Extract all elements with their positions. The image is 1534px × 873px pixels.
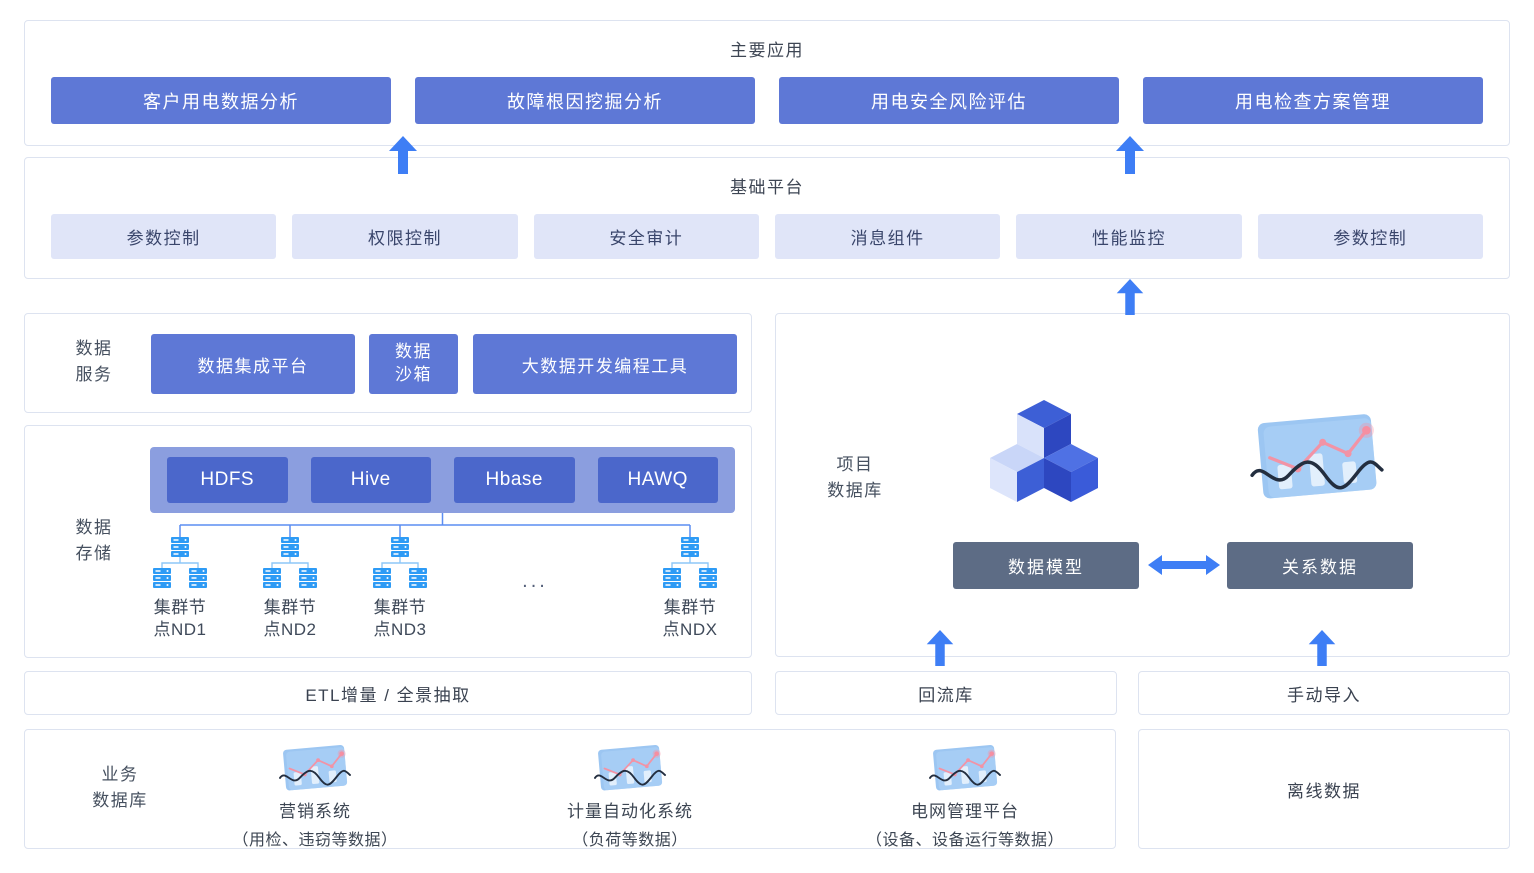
offline-data-box: 离线数据 bbox=[1138, 729, 1510, 849]
platform-item-performance-monitor[interactable]: 性能监控 bbox=[1016, 214, 1242, 259]
cluster-node-nd2: 集群节 点ND2 bbox=[235, 537, 345, 641]
up-arrow-platform-to-apps-left bbox=[389, 136, 417, 174]
manual-import-bar: 手动导入 bbox=[1138, 671, 1510, 715]
project-db-label: 项目 数据库 bbox=[827, 455, 883, 501]
server-cluster-icon bbox=[661, 537, 719, 591]
up-arrow-manual-to-projectdb bbox=[1308, 630, 1336, 666]
platform-item-message-component[interactable]: 消息组件 bbox=[774, 214, 1001, 259]
app-button-inspection-plan[interactable]: 用电检查方案管理 bbox=[1143, 77, 1483, 124]
chart-icon bbox=[593, 740, 667, 794]
bigdata-dev-tool-button[interactable]: 大数据开发编程工具 bbox=[473, 334, 737, 394]
system-metering-automation: 计量自动化系统 （负荷等数据） bbox=[505, 740, 755, 850]
cluster-node-nd3: 集群节 点ND3 bbox=[345, 537, 455, 641]
server-cluster-icon bbox=[151, 537, 209, 591]
up-arrow-platform-to-apps-right bbox=[1116, 136, 1144, 174]
up-arrow-projectdb-to-platform bbox=[1116, 279, 1144, 315]
component-hive[interactable]: Hive bbox=[310, 457, 431, 503]
server-cluster-icon bbox=[261, 537, 319, 591]
component-hdfs[interactable]: HDFS bbox=[167, 457, 288, 503]
system-name: 计量自动化系统 bbox=[567, 802, 693, 821]
backflow-bar: 回流库 bbox=[775, 671, 1117, 715]
apps-layer-box: 主要应用 客户用电数据分析 故障根因挖掘分析 用电安全风险评估 用电检查方案管理 bbox=[24, 20, 1510, 146]
data-integration-platform-button[interactable]: 数据集成平台 bbox=[151, 334, 355, 394]
cluster-node-label: 集群节 点ND3 bbox=[373, 598, 427, 640]
cluster-node-label: 集群节 点NDX bbox=[662, 598, 718, 640]
data-model-button[interactable]: 数据模型 bbox=[953, 542, 1139, 589]
offline-data-label: 离线数据 bbox=[1287, 781, 1361, 801]
backflow-bar-label: 回流库 bbox=[918, 685, 974, 705]
system-desc: （设备、设备运行等数据） bbox=[865, 832, 1064, 849]
system-marketing: 营销系统 （用检、违窃等数据） bbox=[190, 740, 440, 850]
app-button-safety-risk-eval[interactable]: 用电安全风险评估 bbox=[779, 77, 1119, 124]
up-arrow-backflow-to-projectdb bbox=[926, 630, 954, 666]
system-name: 电网管理平台 bbox=[911, 802, 1019, 821]
business-db-label: 业务 数据库 bbox=[92, 765, 148, 811]
system-grid-management: 电网管理平台 （设备、设备运行等数据） bbox=[830, 740, 1100, 850]
data-sandbox-button[interactable]: 数据 沙箱 bbox=[369, 334, 458, 394]
app-button-customer-power-analysis[interactable]: 客户用电数据分析 bbox=[51, 77, 391, 124]
server-cluster-icon bbox=[371, 537, 429, 591]
cluster-node-label: 集群节 点ND2 bbox=[263, 598, 317, 640]
platform-button-row: 参数控制 权限控制 安全审计 消息组件 性能监控 参数控制 bbox=[25, 214, 1509, 259]
data-storage-label: 数据 存储 bbox=[75, 518, 113, 564]
project-db-box bbox=[775, 313, 1510, 657]
apps-layer-title: 主要应用 bbox=[730, 41, 804, 60]
storage-components-container: HDFS Hive Hbase HAWQ bbox=[150, 447, 735, 513]
cluster-node-label: 集群节 点ND1 bbox=[153, 598, 207, 640]
business-db-box bbox=[24, 729, 1116, 849]
component-hawq[interactable]: HAWQ bbox=[597, 457, 718, 503]
relational-data-chart-icon bbox=[1243, 405, 1391, 505]
chart-icon bbox=[928, 740, 1002, 794]
system-name: 营销系统 bbox=[279, 802, 351, 821]
platform-layer-box: 基础平台 参数控制 权限控制 安全审计 消息组件 性能监控 参数控制 bbox=[24, 157, 1510, 279]
bidirectional-arrow-icon bbox=[1148, 553, 1220, 577]
data-service-label: 数据 服务 bbox=[75, 339, 113, 385]
platform-item-permission-control[interactable]: 权限控制 bbox=[292, 214, 518, 259]
relational-data-button[interactable]: 关系数据 bbox=[1227, 542, 1413, 589]
platform-item-param-control-2[interactable]: 参数控制 bbox=[1257, 214, 1483, 259]
platform-item-param-control-1[interactable]: 参数控制 bbox=[51, 214, 277, 259]
component-hbase[interactable]: Hbase bbox=[454, 457, 575, 503]
app-button-fault-root-cause[interactable]: 故障根因挖掘分析 bbox=[415, 77, 755, 124]
cluster-node-ndx: 集群节 点NDX bbox=[635, 537, 745, 641]
data-model-cubes-icon bbox=[988, 400, 1100, 504]
chart-icon bbox=[278, 740, 352, 794]
manual-import-bar-label: 手动导入 bbox=[1287, 685, 1361, 705]
system-desc: （负荷等数据） bbox=[572, 832, 688, 849]
platform-layer-title: 基础平台 bbox=[730, 178, 804, 197]
etl-bar: ETL增量 / 全景抽取 bbox=[24, 671, 752, 715]
cluster-node-nd1: 集群节 点ND1 bbox=[125, 537, 235, 641]
system-desc: （用检、违窃等数据） bbox=[232, 832, 398, 849]
cluster-ellipsis: ... bbox=[522, 570, 548, 592]
etl-bar-label: ETL增量 / 全景抽取 bbox=[305, 685, 471, 705]
apps-button-row: 客户用电数据分析 故障根因挖掘分析 用电安全风险评估 用电检查方案管理 bbox=[25, 77, 1509, 124]
platform-item-security-audit[interactable]: 安全审计 bbox=[533, 214, 759, 259]
